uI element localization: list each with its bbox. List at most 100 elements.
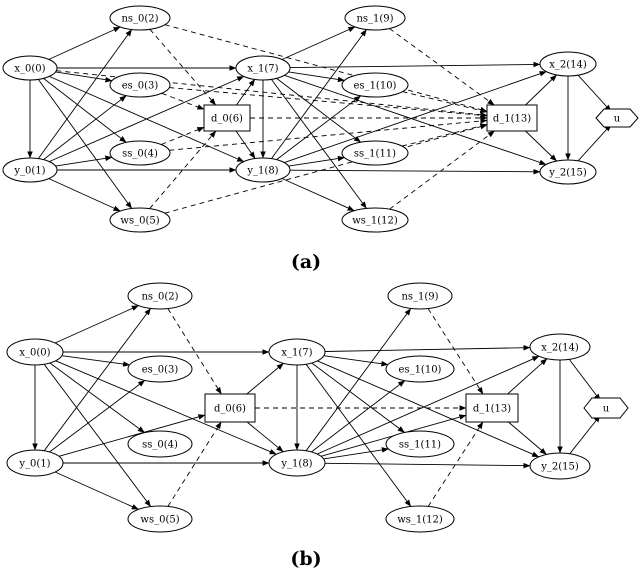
edge-a-x-0-0-to-ns-0-2 — [48, 26, 121, 60]
edge-b-ws-1-12-to-d-1-13 — [427, 421, 484, 507]
edge-a-ss-1-11-to-d-1-13 — [401, 123, 488, 147]
node-label: u — [614, 114, 621, 125]
panel-labels-layer: (a)(b) — [290, 251, 321, 570]
edge-b-x-0-0-to-ns-0-2 — [54, 305, 139, 344]
node-b-ss-1-11: ss_1(11) — [385, 430, 455, 458]
node-label: d_1(13) — [493, 114, 531, 125]
edge-a-y-1-8-to-ss-1-11 — [288, 155, 345, 167]
node-shape-ellipse — [268, 338, 326, 366]
node-label: y_2(15) — [548, 168, 587, 179]
edge-b-y-0-1-to-d-0-6 — [58, 414, 206, 457]
edge-a-y-0-1-to-ns-0-2 — [37, 29, 133, 159]
edge-b-x-2-14-to-u — [568, 359, 601, 401]
edge-b-x-0-0-to-ws-0-5 — [43, 364, 152, 507]
node-shape-ellipse — [109, 72, 171, 98]
edge-a-es-0-3-to-d-0-6 — [161, 92, 205, 110]
edge-a-d-1-13-to-y-2-15 — [525, 130, 557, 162]
node-label: ws_0(5) — [120, 216, 159, 227]
node-shape-ellipse — [235, 55, 291, 81]
node-label: ns_0(2) — [141, 292, 178, 303]
node-b-u: u — [583, 397, 629, 419]
edge-a-y-0-1-to-es-0-3 — [43, 95, 127, 160]
edge-b-ws-0-5-to-d-0-6 — [167, 421, 222, 507]
node-shape-diamond — [583, 397, 629, 419]
node-b-ss-0-4: ss_0(4) — [127, 430, 193, 458]
node-b-x-1-7: x_1(7) — [268, 338, 326, 366]
edge-a-ws-0-5-to-d-1-13 — [164, 123, 488, 214]
edge-a-y-1-8-to-es-1-10 — [276, 95, 361, 160]
node-label: ss_0(4) — [142, 440, 178, 451]
node-shape-ellipse — [235, 157, 291, 183]
node-label: d_0(6) — [214, 404, 246, 415]
edge-b-y-1-8-to-ns-1-9 — [305, 308, 412, 451]
node-shape-ellipse — [127, 355, 193, 383]
node-b-d-0-6: d_0(6) — [204, 393, 256, 423]
node-label: y_2(15) — [540, 462, 579, 473]
edge-a-y-1-8-to-ws-1-12 — [281, 178, 355, 212]
node-shape-ellipse — [109, 5, 171, 31]
edge-a-d-0-6-to-y-1-8 — [235, 130, 256, 159]
node-label: es_1(10) — [354, 81, 397, 92]
node-label: x_1(7) — [281, 348, 312, 359]
edge-a-x-1-7-to-y-2-15 — [284, 74, 547, 166]
node-label: y_0(1) — [18, 459, 50, 470]
edge-b-d-1-13-to-y-2-15 — [508, 421, 547, 455]
node-label: es_1(10) — [399, 365, 442, 376]
edge-a-d-1-13-to-x-2-14 — [525, 74, 557, 106]
edge-b-y-0-1-to-ws-0-5 — [54, 471, 139, 510]
edge-b-ns-0-2-to-d-0-6 — [167, 308, 222, 395]
edge-b-d-0-6-to-x-1-7 — [246, 363, 284, 395]
node-shape-box — [204, 393, 256, 423]
edge-b-x-0-0-to-ss-0-4 — [49, 362, 145, 433]
node-a-y-0-1: y_0(1) — [2, 157, 58, 183]
edge-a-x-1-7-to-es-1-10 — [288, 71, 345, 83]
node-a-ss-1-11: ss_1(11) — [341, 140, 409, 166]
node-shape-ellipse — [344, 5, 406, 31]
node-label: es_0(3) — [122, 81, 159, 92]
edge-a-x-1-7-to-ws-1-12 — [271, 79, 367, 209]
edge-a-x-0-0-to-ss-0-4 — [43, 78, 127, 143]
node-shape-ellipse — [341, 72, 409, 98]
edge-a-ws-1-12-to-d-1-13 — [389, 130, 495, 210]
node-shape-ellipse — [127, 505, 193, 533]
node-b-ns-0-2: ns_0(2) — [127, 282, 193, 310]
node-shape-box — [203, 104, 251, 132]
edge-a-ss-0-4-to-d-0-6 — [161, 126, 205, 145]
edge-a-x-1-7-to-ss-1-11 — [276, 78, 361, 143]
node-b-es-1-10: es_1(10) — [385, 355, 455, 383]
edge-a-es-0-3-to-d-1-13 — [169, 87, 488, 119]
node-label: x_2(14) — [549, 60, 587, 71]
edge-a-es-1-10-to-d-1-13 — [402, 91, 488, 114]
node-shape-ellipse — [2, 157, 58, 183]
edge-b-y-1-8-to-ss-1-11 — [323, 447, 389, 460]
edge-b-x-1-7-to-y-2-15 — [317, 360, 540, 458]
edge-a-y-2-15-to-u — [577, 124, 612, 162]
node-label: ss_0(4) — [122, 149, 158, 160]
node-label: y_0(1) — [13, 166, 45, 177]
node-label: d_0(6) — [211, 114, 243, 125]
node-b-y-1-8: y_1(8) — [268, 449, 326, 477]
node-b-d-1-13: d_1(13) — [465, 393, 519, 423]
node-b-x-2-14: x_2(14) — [529, 333, 591, 361]
edge-a-ws-0-5-to-d-0-6 — [149, 130, 217, 209]
edge-b-ns-1-9-to-d-1-13 — [427, 308, 484, 395]
edge-b-y-0-1-to-ns-0-2 — [43, 308, 152, 451]
node-label: y_1(8) — [280, 459, 312, 470]
edge-b-y-1-8-to-x-2-14 — [317, 355, 540, 455]
edge-a-d-0-6-to-x-1-7 — [236, 79, 256, 106]
edge-b-y-2-15-to-u — [569, 415, 601, 454]
node-label: ns_0(2) — [121, 14, 158, 25]
node-label: ns_1(9) — [401, 292, 438, 303]
edge-b-x-1-7-to-es-1-10 — [323, 355, 389, 367]
node-shape-ellipse — [341, 207, 409, 233]
edge-a-y-0-1-to-x-1-7 — [49, 75, 245, 163]
edge-a-ns-0-2-to-d-1-13 — [164, 24, 488, 113]
node-a-ns-1-9: ns_1(9) — [344, 5, 406, 31]
node-shape-ellipse — [341, 140, 409, 166]
node-a-ns-0-2: ns_0(2) — [109, 5, 171, 31]
node-label: ws_0(5) — [140, 515, 179, 526]
node-a-ss-0-4: ss_0(4) — [109, 140, 171, 166]
panel-label-a: (a) — [291, 251, 321, 273]
